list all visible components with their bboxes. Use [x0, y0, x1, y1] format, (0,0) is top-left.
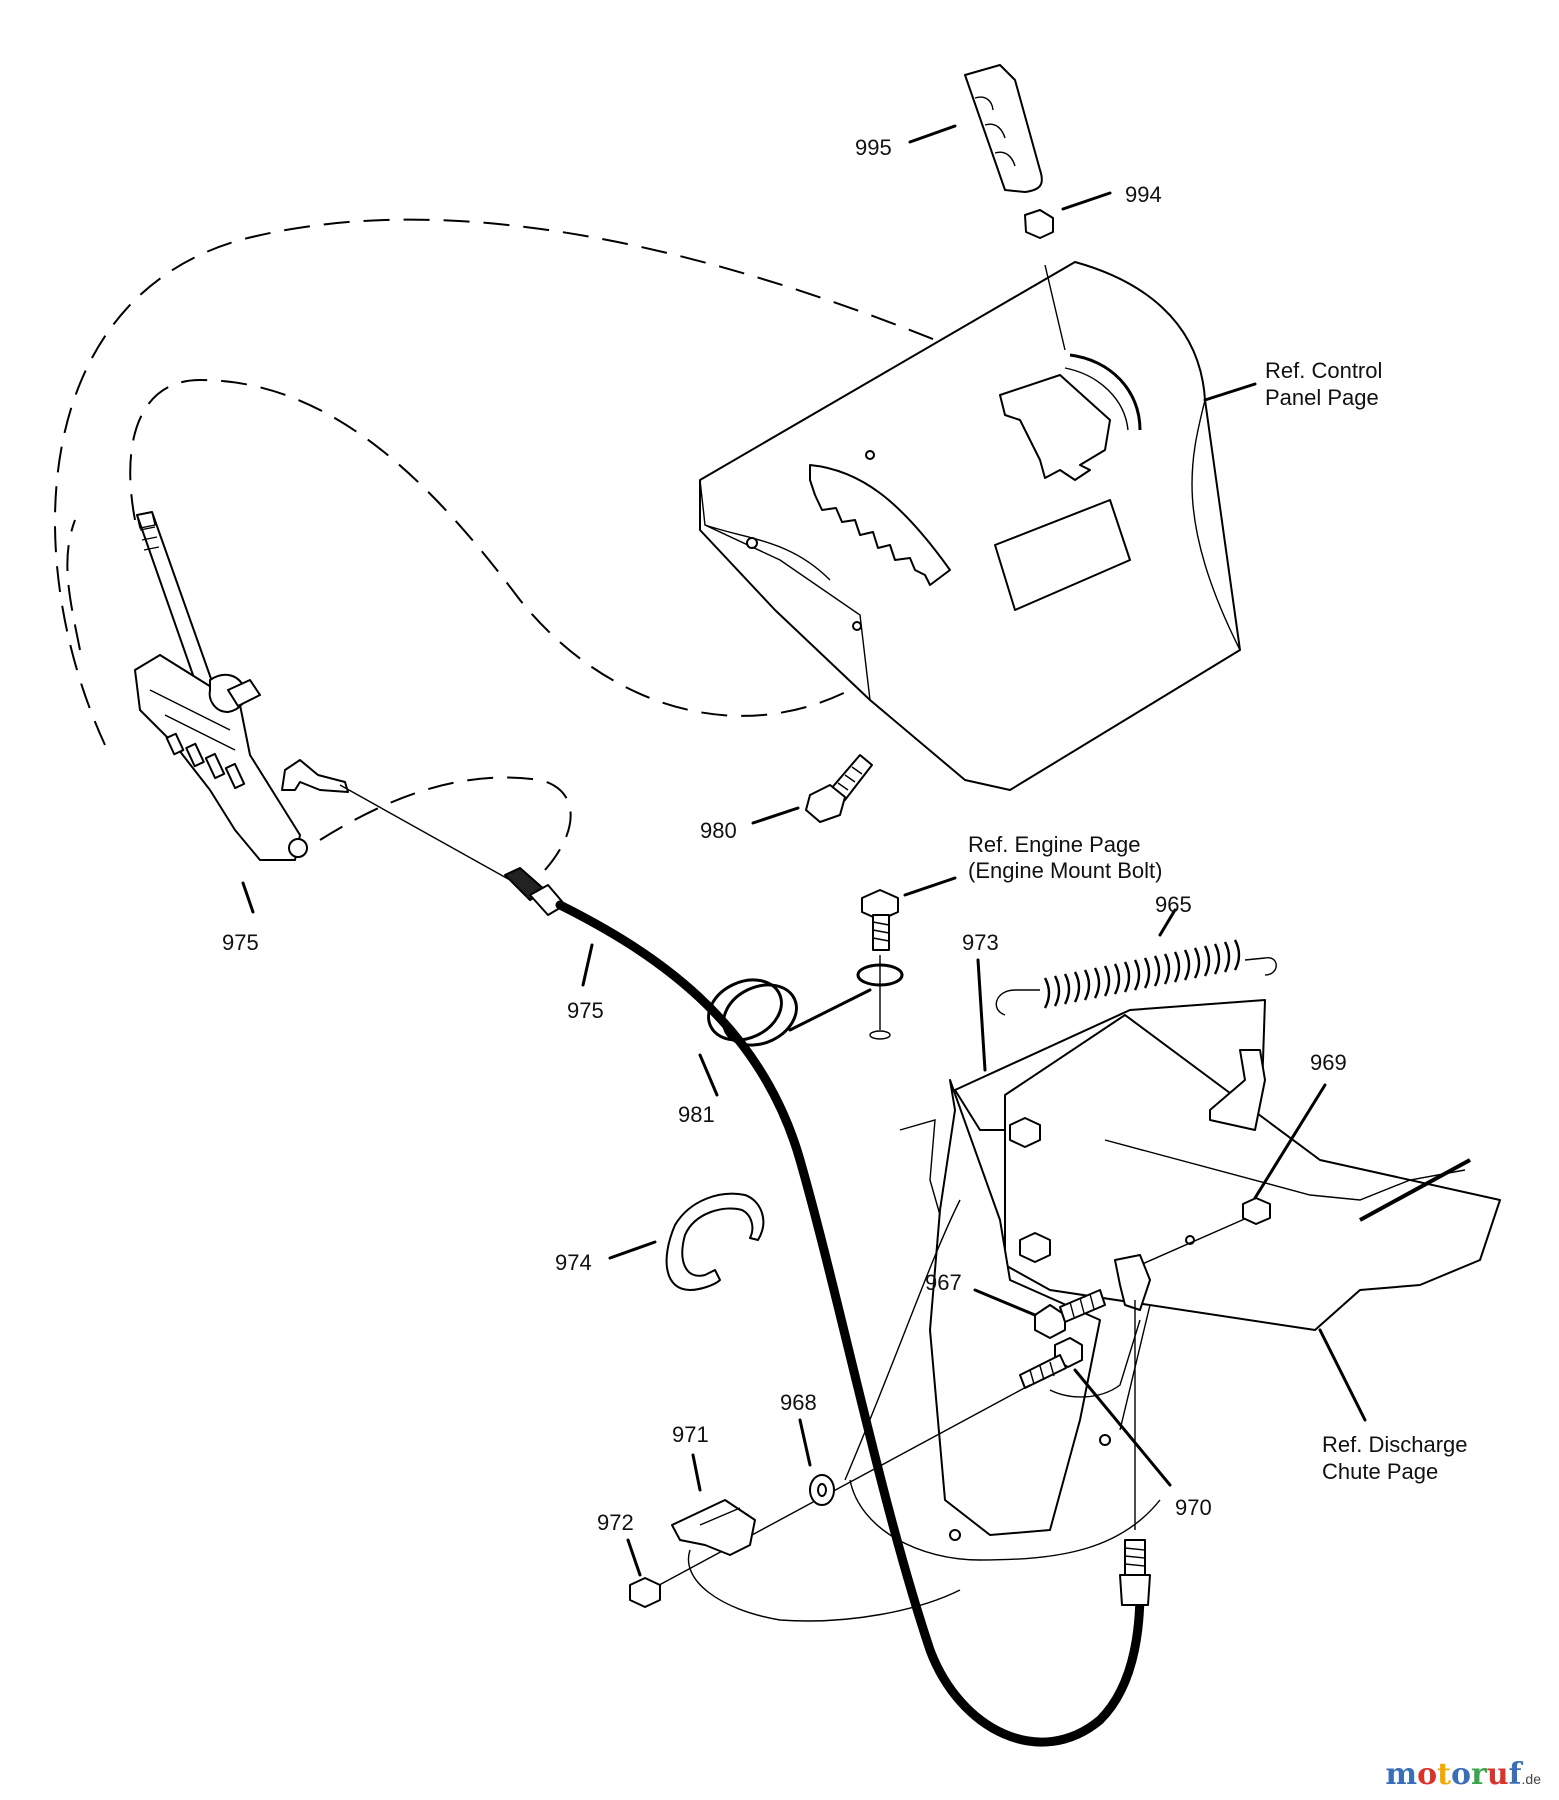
callout-975b: 975: [567, 998, 604, 1023]
leader-975a: [241, 881, 255, 914]
leader-994: [1061, 191, 1112, 211]
cable-975: [555, 900, 1145, 1747]
ref-engine-line1: Ref. Engine Page: [968, 832, 1140, 857]
assembly-axis-lower: [649, 1384, 1031, 1591]
wm-letter: t: [1437, 1757, 1451, 1792]
ref-discharge-line1: Ref. Discharge: [1322, 1432, 1468, 1457]
clip-971-icon: [671, 1499, 756, 1556]
leader-engine: [903, 876, 957, 897]
callout-970: 970: [1175, 1495, 1212, 1520]
leader-975b: [581, 943, 594, 987]
nut-969-icon: [1242, 1197, 1271, 1225]
lower-outline: [687, 1549, 961, 1622]
callout-965: 965: [1155, 892, 1192, 917]
leader-972: [626, 1538, 642, 1577]
control-panel-housing: [699, 261, 1241, 791]
routing-dash-outer-end: [66, 519, 81, 651]
spring-965: [995, 939, 1277, 1016]
leader-973: [976, 958, 987, 1072]
cable-end-fitting: [504, 867, 566, 916]
panel-centerline: [1044, 264, 1066, 351]
callout-967: 967: [925, 1270, 962, 1295]
axis-970: [1119, 1304, 1151, 1431]
leader-967: [973, 1288, 1037, 1317]
wm-letter: m: [1385, 1757, 1418, 1792]
callout-973: 973: [962, 930, 999, 955]
callout-994: 994: [1125, 182, 1162, 207]
callout-974: 974: [555, 1250, 592, 1275]
callout-995: 995: [855, 135, 892, 160]
screw-980-icon: [805, 754, 873, 823]
cable-clip-981: [707, 978, 872, 1047]
routing-dash-inner: [129, 378, 851, 717]
handle-grip-995: [964, 64, 1043, 193]
wm-letter: u: [1486, 1757, 1509, 1792]
ref-control-line1: Ref. Control: [1265, 358, 1382, 383]
callout-981: 981: [678, 1102, 715, 1127]
wm-letter: r: [1471, 1757, 1487, 1792]
engine-mount-bolt: [856, 889, 904, 1040]
leader-974: [608, 1240, 657, 1260]
callout-972: 972: [597, 1510, 634, 1535]
wm-letter: f: [1508, 1757, 1522, 1792]
nut-994-icon: [1024, 209, 1054, 239]
ref-control-line2: Panel Page: [1265, 385, 1379, 410]
leader-995: [908, 124, 957, 144]
leader-965: [1158, 908, 1177, 937]
eye-bolt-lower: [1119, 1539, 1151, 1606]
cable-z-fitting: [281, 759, 349, 793]
callout-980: 980: [700, 818, 737, 843]
routing-dash-lower: [319, 776, 572, 871]
leader-ref-discharge: [1318, 1328, 1367, 1422]
callout-968: 968: [780, 1390, 817, 1415]
cable-inner-wire: [339, 784, 511, 881]
bolt-970-icon: [1019, 1337, 1083, 1389]
callout-969: 969: [1310, 1050, 1347, 1075]
leader-ref-control: [1203, 382, 1257, 402]
wm-letter: o: [1450, 1757, 1471, 1792]
washer-968-hole: [817, 1483, 827, 1497]
leader-968: [798, 1418, 812, 1467]
discharge-chute-assembly: [844, 999, 1501, 1561]
leader-980: [751, 806, 800, 825]
bolt-967-icon: [1034, 1289, 1106, 1339]
leader-969: [1253, 1083, 1327, 1200]
leader-970: [1073, 1368, 1172, 1487]
callout-971: 971: [672, 1422, 709, 1447]
leader-981: [698, 1053, 719, 1097]
wm-letter: o: [1417, 1757, 1438, 1792]
shift-lever-975: [134, 511, 308, 861]
ref-engine-line2: (Engine Mount Bolt): [968, 858, 1162, 883]
nut-972-icon: [629, 1577, 661, 1608]
lock-bracket: [1114, 1254, 1151, 1311]
watermark-logo: motoruf.de: [1385, 1757, 1541, 1792]
retaining-ring-974: [665, 1192, 765, 1291]
ref-discharge-line2: Chute Page: [1322, 1459, 1438, 1484]
callout-975a: 975: [222, 930, 259, 955]
wm-suffix: .de: [1521, 1771, 1541, 1787]
leader-971: [691, 1453, 702, 1492]
routing-dash-outer: [53, 218, 1031, 746]
